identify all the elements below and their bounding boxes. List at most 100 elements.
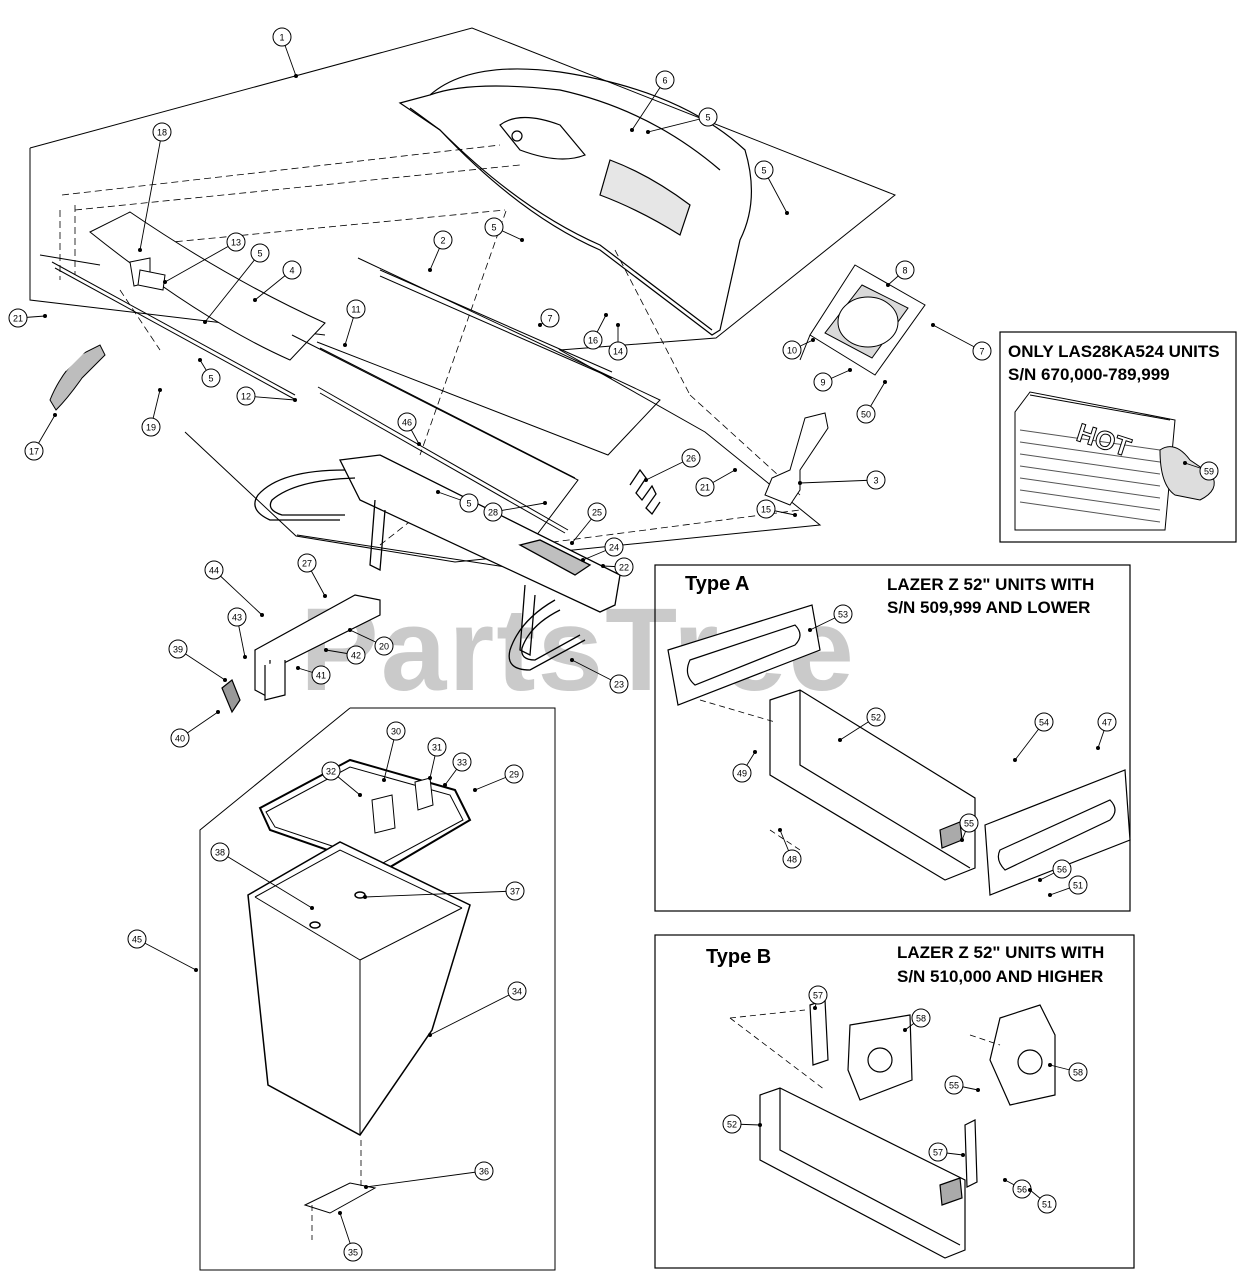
callout-5: 5 [203, 243, 270, 324]
callout-leader-end [1003, 1178, 1007, 1182]
callout-label: 34 [512, 987, 522, 997]
callout-label: 43 [232, 613, 242, 623]
callout-label: 21 [700, 483, 710, 493]
callout-leader-end [216, 710, 220, 714]
callout-circle [808, 985, 828, 1005]
callout-circle [856, 404, 876, 424]
callout-circle [204, 560, 224, 580]
callout-label: 51 [1042, 1200, 1052, 1210]
callout-leader [429, 990, 518, 1036]
callout-6: 6 [630, 70, 675, 132]
callout-leader-end [630, 128, 634, 132]
callout-circle [170, 728, 190, 748]
callout-leader-end [1048, 893, 1052, 897]
callout-circle [540, 308, 560, 328]
callout-label: 58 [1073, 1068, 1083, 1078]
callout-51: 51 [1028, 1188, 1057, 1214]
callout-label: 33 [457, 758, 467, 768]
callout-5: 5 [646, 107, 718, 134]
callout-5: 5 [484, 217, 524, 242]
callout-circle [614, 557, 634, 577]
callout-leader-end [798, 481, 802, 485]
callout-41: 41 [296, 665, 331, 685]
callout-34: 34 [428, 981, 527, 1037]
callout-leader-end [428, 1033, 432, 1037]
callout-label: 10 [787, 346, 797, 356]
callout-label: 5 [491, 223, 496, 233]
callout-label: 35 [348, 1248, 358, 1258]
callout-label: 5 [761, 166, 766, 176]
callout-leader-end [961, 1153, 965, 1157]
callout-29: 29 [473, 764, 524, 792]
callout-leader-end [931, 323, 935, 327]
bag-assembly-outline [199, 707, 556, 1271]
callout-leader-end [382, 778, 386, 782]
callout-43: 43 [227, 607, 247, 659]
bag-dash-lines [311, 1140, 362, 1240]
callout-label: 42 [351, 651, 361, 661]
callout-circle [681, 448, 701, 468]
callout-leader-end [163, 280, 167, 284]
callout-18: 18 [138, 122, 172, 252]
callout-46: 46 [397, 412, 421, 446]
callout-label: 57 [813, 991, 823, 1001]
callout-label: 5 [705, 113, 710, 123]
callout-label: 22 [619, 563, 629, 573]
callout-21: 21 [8, 308, 47, 328]
callout-27: 27 [297, 553, 327, 598]
callout-leader-end [348, 628, 352, 632]
callout-circle [604, 537, 624, 557]
callout-circle [1034, 712, 1054, 732]
callout-leader-end [473, 788, 477, 792]
callout-leader-end [43, 314, 47, 318]
mount-arm [221, 594, 381, 714]
callout-31: 31 [427, 737, 447, 780]
callout-leader [631, 79, 666, 131]
callout-leader-end [520, 238, 524, 242]
callout-circle [311, 665, 331, 685]
grass-bag [247, 841, 471, 1136]
callout-54: 54 [1013, 712, 1054, 762]
callout-circle [698, 107, 718, 127]
callout-leader [213, 569, 263, 616]
callout-label: 25 [592, 508, 602, 518]
callout-leader-end [338, 1211, 342, 1215]
callout-30: 30 [382, 721, 406, 782]
callout-leader-end [538, 323, 542, 327]
callout-17: 17 [24, 413, 57, 461]
callout-circle [928, 1142, 948, 1162]
callout-23: 23 [570, 658, 629, 694]
callout-leader-end [616, 323, 620, 327]
callout-49: 49 [732, 750, 757, 783]
callout-leader-end [646, 130, 650, 134]
callout-leader-end [601, 564, 605, 568]
callout-circle [427, 737, 447, 757]
callout-leader-end [581, 558, 585, 562]
callout-circle [127, 929, 147, 949]
callout-leader-end [53, 413, 57, 417]
callout-leader [139, 131, 163, 251]
callout-leader-end [976, 1088, 980, 1092]
las-inset: ONLY LAS28KA524 UNITS S/N 670,000-789,99… [999, 331, 1237, 543]
callout-leader-end [543, 501, 547, 505]
callout-leader [136, 938, 197, 971]
callout-label: 3 [873, 476, 878, 486]
callout-44: 44 [204, 560, 264, 617]
callout-circle [722, 1114, 742, 1134]
callout-circle [608, 341, 628, 361]
callout-leader-end [243, 655, 247, 659]
callout-label: 5 [208, 374, 213, 384]
callout-circle [346, 299, 366, 319]
callout-label: 13 [231, 238, 241, 248]
callout-leader-end [417, 442, 421, 446]
callout-leader-end [198, 358, 202, 362]
callout-label: 5 [257, 249, 262, 259]
callout-circle [833, 604, 853, 624]
callout-label: 52 [871, 713, 881, 723]
callout-circle [813, 372, 833, 392]
callout-26: 26 [644, 448, 701, 482]
callout-leader-end [1096, 746, 1100, 750]
callout-leader [647, 116, 709, 133]
